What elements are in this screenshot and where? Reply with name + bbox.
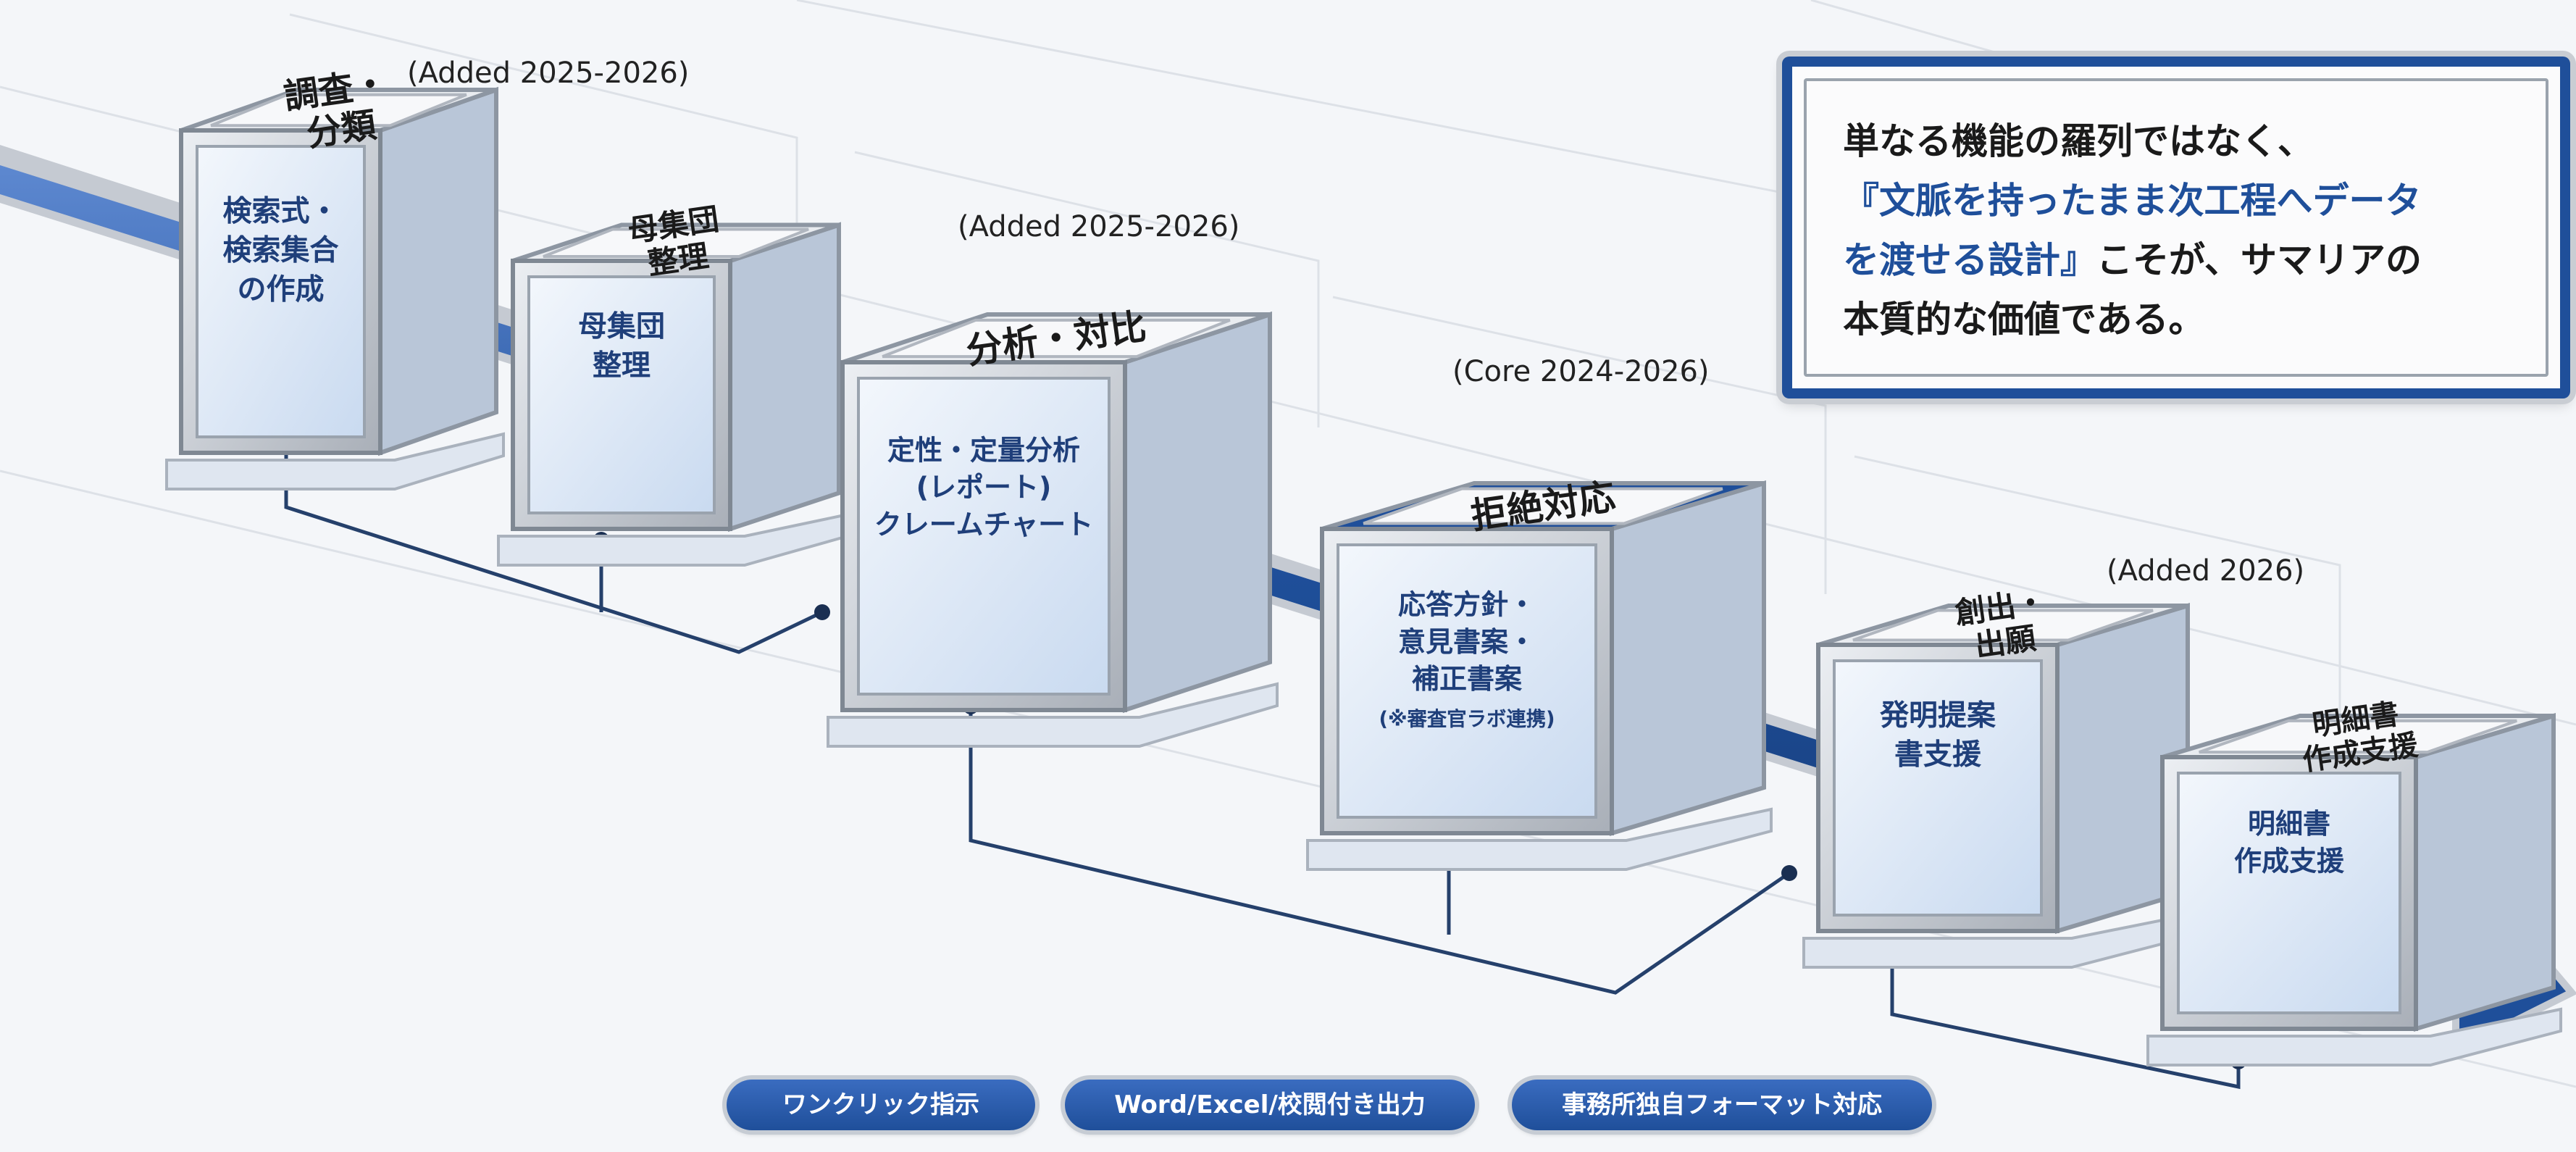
callout-inner-frame xyxy=(1804,78,2548,377)
stage-tag: (Added 2025-2026) xyxy=(958,210,1240,243)
cube-side xyxy=(728,222,841,533)
cube-front-label: 整理 xyxy=(593,349,651,383)
cube-side xyxy=(1610,480,1766,837)
cube-top-panel xyxy=(1363,487,1723,525)
callout-text: 単なる機能の羅列ではなく、 『文脈を持ったまま次工程へデータ を渡せる設計』こそ… xyxy=(1843,112,2509,349)
cube-front-label: の作成 xyxy=(238,273,325,306)
cube-side xyxy=(378,86,498,456)
cube-front-glass xyxy=(196,145,366,438)
stage-tag: (Added 2025-2026) xyxy=(407,57,690,90)
cube-side xyxy=(1123,311,1272,714)
cube-front-label: 補正書案 xyxy=(1412,663,1523,695)
cube-front-label: 発明提案 xyxy=(1880,699,1996,732)
cubes-layer: 調査・分類検索式・検索集合の作成母集団整理母集団整理分析・対比定性・定量分析(レ… xyxy=(165,63,2562,1067)
cube-front-glass xyxy=(1337,543,1597,819)
cube-front-label: (※審査官ラボ連携) xyxy=(1379,708,1555,731)
cube-base xyxy=(2146,1007,2562,1067)
cube-front-label: (レポート) xyxy=(916,472,1052,504)
cube-base xyxy=(1306,807,1773,871)
cube-front-glass xyxy=(527,275,716,514)
cube-front-label: 作成支援 xyxy=(2234,845,2345,877)
cube-front-glass xyxy=(1833,659,2043,917)
callout-line-1: 単なる機能の羅列ではなく、 xyxy=(1843,120,2314,162)
cube-top-panel xyxy=(882,318,1231,359)
callout-line-2: 『文脈を持ったまま次工程へデータ xyxy=(1843,180,2422,222)
cube-front-glass xyxy=(857,377,1111,696)
summary-callout: 単なる機能の羅列ではなく、 『文脈を持ったまま次工程へデータ を渡せる設計』こそ… xyxy=(1782,57,2570,398)
cube-top-label: 整理 xyxy=(645,238,711,281)
cube-top-label: 出願 xyxy=(1973,620,2038,664)
one-click-button[interactable]: ワンクリック指示 xyxy=(727,1080,1035,1130)
word-excel-output-button[interactable]: Word/Excel/校閲付き出力 xyxy=(1065,1080,1475,1130)
cube-base xyxy=(827,682,1279,748)
cube-front-label: 応答方針・ xyxy=(1398,589,1536,621)
cube-front-label: クレームチャート xyxy=(874,509,1093,540)
cube-top-label: 分類 xyxy=(304,104,380,154)
cube-side xyxy=(2414,712,2556,1032)
cube-front-glass xyxy=(2177,772,2401,1014)
stage-tag: (Added 2026) xyxy=(2107,554,2305,588)
callout-line-4: 本質的な価値である。 xyxy=(1843,299,2205,341)
stage-tag: (Core 2024-2026) xyxy=(1452,355,1710,388)
cube-front-label: 明細書 xyxy=(2248,808,2330,840)
cube-front-label: 定性・定量分析 xyxy=(887,434,1080,466)
cube-front-label: 意見書案・ xyxy=(1398,626,1536,658)
cube-front-label: 書支援 xyxy=(1894,738,1982,772)
cube-front-label: 検索集合 xyxy=(223,234,339,267)
cube-base xyxy=(165,432,505,491)
cube-front-label: 検索式・ xyxy=(223,195,339,228)
cube-top-panel xyxy=(1852,609,2154,642)
cube-top-panel xyxy=(543,228,809,259)
cube-top-panel xyxy=(2199,719,2517,754)
callout-line-3-highlight: を渡せる設計』 xyxy=(1843,239,2096,281)
cube-top-panel xyxy=(210,93,467,128)
cube-front-label: 母集団 xyxy=(578,310,665,343)
callout-line-3: こそが、サマリアの xyxy=(2096,239,2422,281)
office-format-button[interactable]: 事務所独自フォーマット対応 xyxy=(1512,1080,1932,1130)
